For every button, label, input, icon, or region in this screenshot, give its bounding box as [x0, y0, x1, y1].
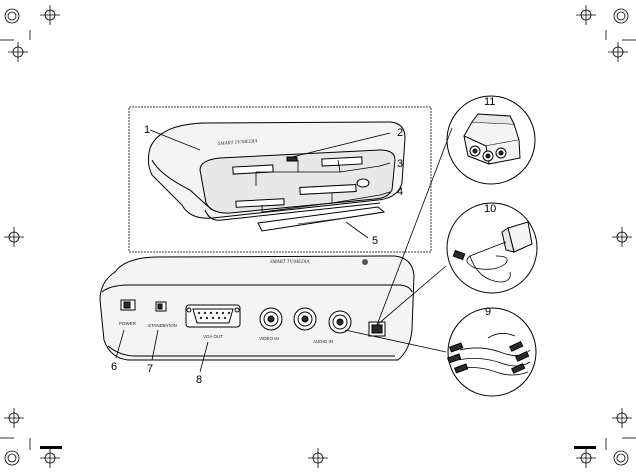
crop-mark-mid-right [612, 227, 632, 247]
detail-frame [128, 106, 432, 253]
device-front-view: SMART TV/MEDIA [147, 121, 406, 232]
callout-numbers: 1 2 3 4 5 6 7 8 9 10 11 [111, 96, 496, 386]
memory-card-slot-lower-right [299, 184, 357, 195]
memory-card-slot-upper-left [232, 164, 274, 175]
crop-mark-top-right [576, 5, 636, 62]
front-bezel-edge [204, 202, 381, 221]
power-port-label: POWER [119, 321, 137, 326]
dc-in-port [368, 321, 386, 337]
leaders-bottom [115, 127, 453, 373]
power-adapter-callout [446, 202, 538, 294]
callout-9: 9 [485, 306, 491, 318]
video-in-jack [259, 307, 283, 331]
callout-10: 10 [484, 203, 496, 215]
leaders-top [149, 129, 391, 239]
callout-7: 7 [147, 363, 153, 375]
rear-top-logo: SMART TV/MEDIA [270, 260, 310, 265]
audio-in-right-jack [328, 310, 352, 334]
standby-button [155, 301, 167, 312]
memory-card-slot-lower-left [235, 198, 285, 208]
video-in-label: VIDEO IN [259, 336, 279, 341]
power-led [286, 156, 298, 162]
audio-in-left-jack [293, 307, 317, 331]
memory-card-slot-upper-right [321, 156, 363, 167]
cf-slot-release [356, 178, 370, 188]
device-rear-view: SMART TV/MEDIA [99, 255, 415, 361]
registration-marks [0, 5, 636, 468]
callout-3: 3 [397, 158, 403, 170]
callout-5: 5 [372, 235, 378, 247]
scart-adapter-callout [446, 95, 536, 185]
rear-logo-mark [362, 259, 368, 265]
crop-mark-top-left [0, 5, 60, 62]
standby-port-label: STANDBY/ON [148, 323, 177, 328]
crop-mark-mid-left [4, 227, 24, 247]
callout-8: 8 [196, 374, 202, 386]
crop-mark-bottom-left [0, 408, 60, 468]
vga-port-label: VGA OUT [203, 334, 223, 339]
av-cable-callout [447, 307, 537, 397]
vga-out-port [185, 304, 241, 328]
callout-1: 1 [144, 124, 150, 136]
callout-4: 4 [397, 186, 403, 198]
power-switch [120, 299, 136, 311]
memory-card-5 [257, 206, 386, 232]
audio-in-label: AUDIO IN [313, 339, 333, 344]
crop-mark-bottom-right [576, 408, 636, 468]
front-logo-text: SMART TV/MEDIA [218, 139, 259, 147]
callout-2: 2 [397, 127, 403, 139]
callout-11: 11 [484, 96, 495, 108]
crop-mark-bottom-center [308, 448, 328, 468]
callout-6: 6 [111, 361, 117, 373]
